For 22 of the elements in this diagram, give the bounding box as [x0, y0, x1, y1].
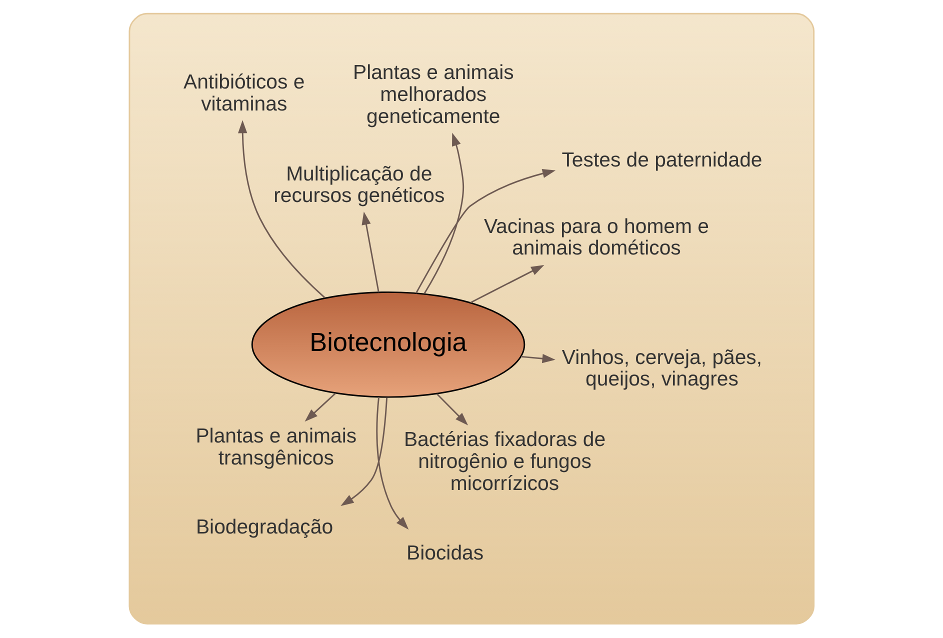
node-text: Biodegradação	[195, 516, 333, 538]
cluster	[128, 12, 814, 624]
arrow	[238, 120, 325, 298]
node-text: Multiplicação de recursos genéticos	[273, 163, 444, 208]
arrow	[414, 168, 556, 294]
arrow	[423, 132, 464, 294]
node-text: Biocidas	[406, 542, 484, 565]
arrow	[520, 354, 555, 364]
node-text: Plantas e animais transgênicos	[195, 425, 356, 470]
arrow	[470, 265, 544, 304]
node-text: Bactérias fixadoras de nitrogênio e fungos micorrízicos	[403, 429, 606, 495]
arrow	[361, 212, 379, 292]
arrow	[376, 396, 408, 530]
node-text: Vacinas para o homem e animais dométicos	[483, 216, 708, 260]
arrow	[436, 393, 468, 426]
node-text: Plantas e animais melhorados geneticamente	[352, 62, 514, 128]
node-text: Antibióticos e vitaminas	[183, 72, 304, 116]
node-ellipse: Biotecnologia	[250, 291, 525, 398]
arrow	[304, 392, 336, 422]
node-text: Vinhos, cerveja, pães, queijos, vinagres	[561, 346, 762, 391]
arrow	[340, 398, 388, 506]
node-text: Testes de paternidade	[561, 150, 762, 172]
